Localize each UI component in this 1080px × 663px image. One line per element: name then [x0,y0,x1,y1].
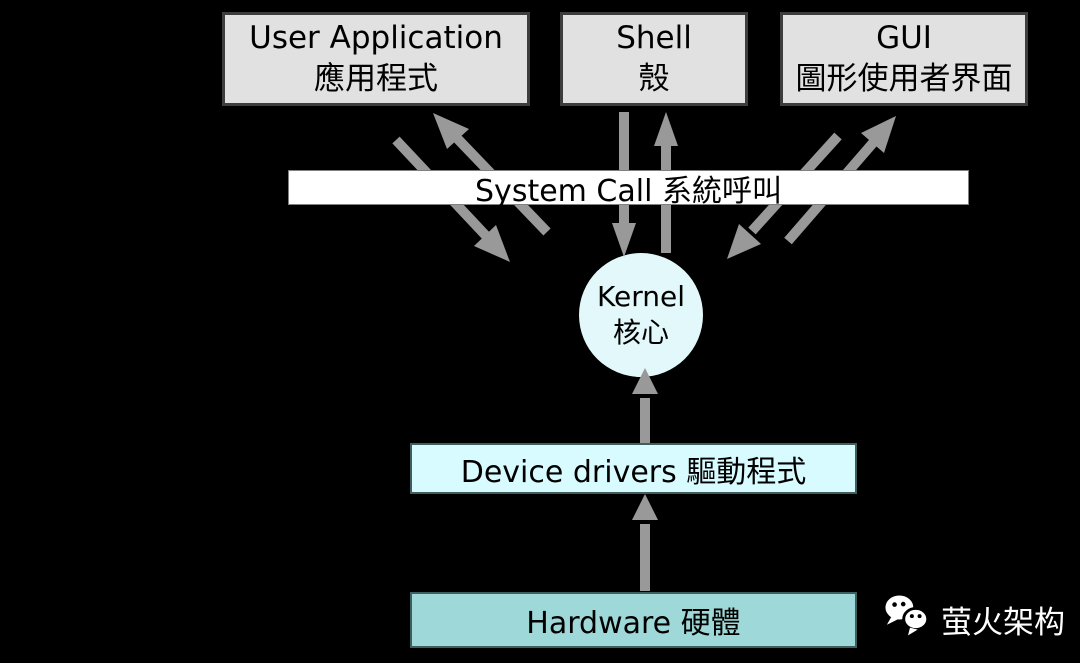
shell-box: Shell 殼 [560,12,748,106]
device-drivers-label: Device drivers 驅動程式 [460,454,807,490]
watermark-label: 萤火架构 [941,604,1065,641]
shell-label-zh: 殼 [638,61,670,97]
system-call-label: System Call 系統呼叫 [475,173,782,209]
user-application-label-zh: 應用程式 [314,61,438,97]
hardware-box: Hardware 硬體 [410,592,857,648]
kernel-label-zh: 核心 [612,316,669,349]
kernel-label-en: Kernel [597,280,685,314]
gui-label-en: GUI [876,20,932,57]
device-drivers-box: Device drivers 驅動程式 [410,443,857,494]
arrow-hardware-to-device-drivers [632,494,658,591]
arrow-device-drivers-to-kernel [632,368,658,444]
user-application-label-en: User Application [249,20,503,57]
watermark: 萤火架构 [884,590,1065,648]
wechat-logo-icon [885,595,930,636]
gui-box: GUI 圖形使用者界面 [780,12,1028,106]
user-application-box: User Application 應用程式 [222,12,530,106]
shell-label-en: Shell [616,20,692,57]
kernel-node: Kernel 核心 [579,253,703,377]
system-call-bar: System Call 系統呼叫 [288,170,969,209]
gui-label-zh: 圖形使用者界面 [795,61,1013,97]
hardware-label: Hardware 硬體 [526,606,741,641]
